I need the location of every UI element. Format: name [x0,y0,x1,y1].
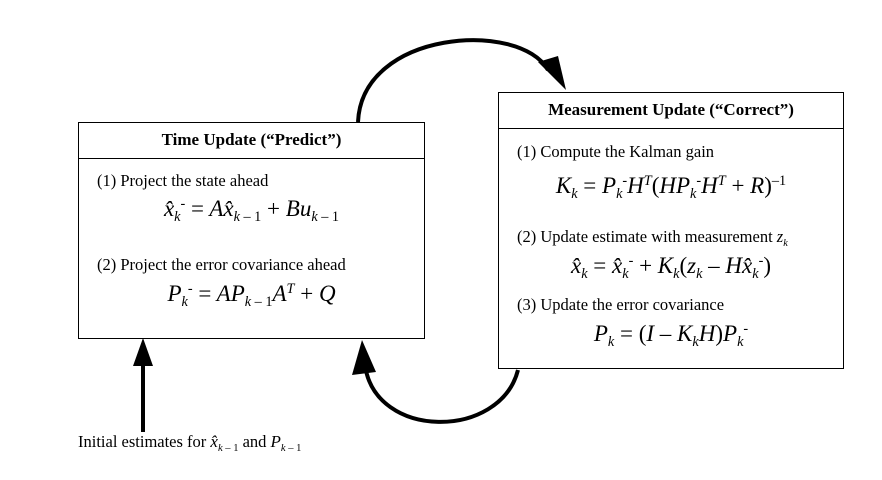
state-update-equation: x̂k = x̂k- + Kk(zk – Hx̂k-) [570,253,771,282]
update-covariance-label: (3) Update the error covariance [517,295,725,314]
time-update-box: Time Update (“Predict”) (1) Project the … [78,122,425,339]
initial-estimates-arrowhead [133,338,153,366]
project-covariance-label: (2) Project the error covariance ahead [97,255,346,274]
correct-to-predict-arrow [363,364,520,424]
covariance-update-equation: Pk = (I – KkH)Pk- [593,321,749,350]
measurement-variable: z [776,227,784,246]
initial-estimates-and: and [238,432,271,451]
update-estimate-text: (2) Update estimate with measurement [517,227,777,246]
state-prediction-equation: x̂k- = Ax̂k – 1 + Buk – 1 [163,196,340,225]
update-estimate-label: (2) Update estimate with measurement zk [517,227,788,249]
correct-to-predict-arrowhead [352,340,376,375]
initial-estimates-text: Initial estimates for [78,432,211,451]
measurement-subscript: k [783,237,788,249]
measurement-update-box: Measurement Update (“Correct”) (1) Compu… [498,92,844,369]
initial-estimates-label: Initial estimates for x̂k – 1 and Pk – 1 [78,432,302,454]
kalman-gain-equation: Kk = Pk-HT(HPk-HT + R)–1 [555,173,787,202]
predict-to-correct-arrow [356,38,550,123]
time-update-title: Time Update (“Predict”) [79,123,424,159]
project-state-label: (1) Project the state ahead [97,171,269,190]
covariance-prediction-equation: Pk- = APk – 1AT + Q [167,281,336,310]
kalman-gain-label: (1) Compute the Kalman gain [517,142,715,161]
measurement-update-title: Measurement Update (“Correct”) [499,93,843,129]
predict-to-correct-arrowhead [538,56,566,90]
